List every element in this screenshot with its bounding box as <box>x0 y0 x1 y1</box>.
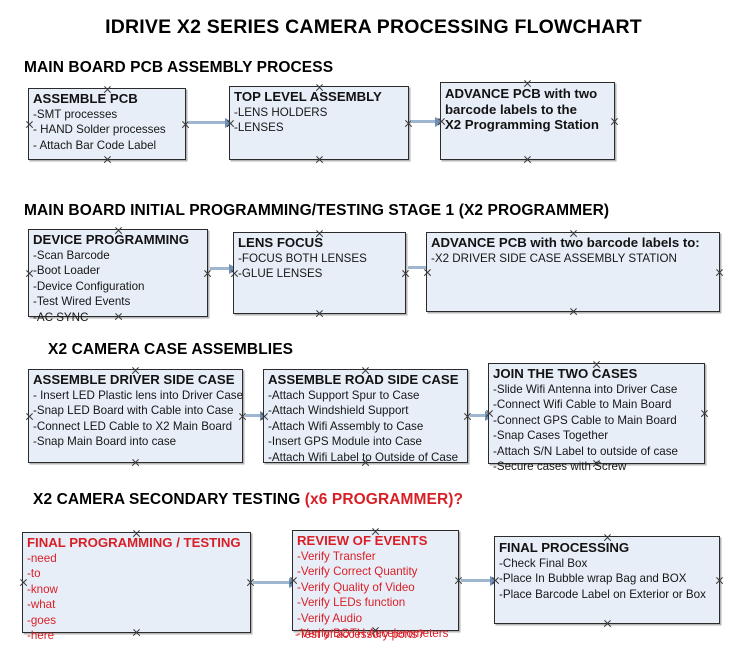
section-heading-text: X2 CAMERA SECONDARY TESTING <box>33 491 305 508</box>
node-review-of-events[interactable]: REVIEW OF EVENTS -Verify Transfer -Verif… <box>292 530 459 640</box>
connector-road-case-to-join-cases <box>470 410 494 421</box>
node-line: -GLUE LENSES <box>238 267 323 281</box>
node-line: - HAND Solder processes <box>33 123 166 137</box>
node-line: -here <box>27 629 55 643</box>
node-line: -Verify Audio <box>297 611 363 625</box>
node-line: -Verify Quality of Video <box>297 580 415 594</box>
node-line: -Insert GPS Module into Case <box>268 435 423 449</box>
node-assemble-driver-side-case[interactable]: ASSEMBLE DRIVER SIDE CASE - Insert LED P… <box>28 369 243 463</box>
node-line: -SMT processes <box>33 107 118 121</box>
node-line: -Connect LED Cable to X2 Main Board <box>33 419 233 433</box>
node-final-programming-testing[interactable]: FINAL PROGRAMMING / TESTING -need -to -k… <box>22 532 251 642</box>
node-line: -LENS HOLDERS <box>234 105 328 119</box>
review-of-events-overflow-line: -Test of accessory ports? <box>295 628 424 641</box>
node-join-the-two-cases[interactable]: JOIN THE TWO CASES -Slide Wifi Antenna i… <box>488 363 705 473</box>
node-title: TOP LEVEL ASSEMBLY <box>234 89 382 104</box>
node-title: ADVANCE PCB with two <box>445 86 598 101</box>
node-line: -Attach Support Spur to Case <box>268 388 420 402</box>
section-heading-main-board-pcb-assembly-process: MAIN BOARD PCB ASSEMBLY PROCESS <box>24 59 334 76</box>
connector-top-level-assembly-to-advance-pcb <box>411 116 444 127</box>
connection-handle-bottom-icon[interactable] <box>103 155 112 164</box>
node-line: -AC SYNC <box>33 310 89 324</box>
node-line: -Scan Barcode <box>33 248 110 262</box>
connector-review-of-events-to-final-processing <box>461 575 499 586</box>
node-lens-focus[interactable]: LENS FOCUS -FOCUS BOTH LENSES -GLUE LENS… <box>233 232 406 314</box>
connection-handle-bottom-icon[interactable] <box>523 155 532 164</box>
connection-handle-bottom-icon[interactable] <box>131 458 140 467</box>
node-line: -Snap Main Board into case <box>33 435 177 449</box>
node-line: -Place Barcode Label on Exterior or Box <box>499 587 706 601</box>
node-line: -goes <box>27 613 57 627</box>
node-line: -need <box>27 551 57 565</box>
node-line: -X2 DRIVER SIDE CASE ASSEMBLY STATION <box>431 251 677 265</box>
node-line: barcode labels to the <box>445 101 577 117</box>
node-title: JOIN THE TWO CASES <box>493 366 638 381</box>
node-line: - Attach Bar Code Label <box>33 138 157 152</box>
node-line: -Slide Wifi Antenna into Driver Case <box>493 382 678 396</box>
node-line: -Verify BOTH Accelerometers <box>297 627 449 641</box>
node-line: -Verify LEDs function <box>297 596 406 610</box>
node-assemble-road-side-case[interactable]: ASSEMBLE ROAD SIDE CASE -Attach Support … <box>263 369 468 464</box>
node-line: -Connect Wifi Cable to Main Board <box>493 398 672 412</box>
connection-handle-bottom-icon[interactable] <box>603 619 612 628</box>
node-line: -Boot Loader <box>33 264 101 278</box>
node-line: -Test Wired Events <box>33 295 131 309</box>
node-line: -Verify Transfer <box>297 549 376 563</box>
node-line: -Attach S/N Label to outside of case <box>493 444 678 458</box>
node-title: REVIEW OF EVENTS <box>297 533 428 548</box>
node-line: -FOCUS BOTH LENSES <box>238 251 367 265</box>
section-heading-main-board-initial-programming: MAIN BOARD INITIAL PROGRAMMING/TESTING S… <box>24 202 610 219</box>
node-assemble-pcb[interactable]: ASSEMBLE PCB -SMT processes - HAND Solde… <box>28 88 186 160</box>
node-line: - Insert LED Plastic lens into Driver Ca… <box>33 388 244 402</box>
node-line: -Secure cases with Screw <box>493 460 627 474</box>
connector-lens-focus-to-advance-pcb-driver-case <box>408 262 436 273</box>
connection-handle-bottom-icon[interactable] <box>315 155 324 164</box>
node-advance-pcb-programming-station[interactable]: ADVANCE PCB with two barcode labels to t… <box>440 82 615 160</box>
connector-assemble-pcb-to-top-level-assembly <box>188 117 234 128</box>
connector-driver-case-to-road-case <box>245 410 269 421</box>
node-title: ADVANCE PCB with two barcode labels to: <box>431 235 700 250</box>
node-title: LENS FOCUS <box>238 235 323 250</box>
section-heading-x2-camera-case-assemblies: X2 CAMERA CASE ASSEMBLIES <box>48 341 294 358</box>
node-title: ASSEMBLE PCB <box>33 91 138 106</box>
node-title: FINAL PROGRAMMING / TESTING <box>27 535 241 550</box>
node-line: -to <box>27 567 41 581</box>
node-line: X2 Programming Station <box>445 117 599 132</box>
node-line: -Check Final Box <box>499 556 588 570</box>
node-line: -Connect GPS Cable to Main Board <box>493 413 677 427</box>
node-title: ASSEMBLE DRIVER SIDE CASE <box>33 372 235 387</box>
node-line: -Attach Windshield Support <box>268 404 409 418</box>
node-line: -Snap Cases Together <box>493 429 609 443</box>
node-line: -Place In Bubble wrap Bag and BOX <box>499 572 687 586</box>
node-line: -Device Configuration <box>33 279 145 293</box>
node-line: -Snap LED Board with Cable into Case <box>33 404 234 418</box>
node-device-programming[interactable]: DEVICE PROGRAMMING -Scan Barcode -Boot L… <box>28 229 208 324</box>
connector-device-programming-to-lens-focus <box>210 263 238 274</box>
node-line: -Attach Wifi Label to Outside of Case <box>268 450 459 464</box>
node-line: -Attach Wifi Assembly to Case <box>268 419 424 433</box>
node-line: -LENSES <box>234 121 284 135</box>
connector-final-programming-to-review-of-events <box>253 577 298 588</box>
node-advance-pcb-driver-side-case-station[interactable]: ADVANCE PCB with two barcode labels to: … <box>426 232 720 312</box>
connection-handle-bottom-icon[interactable] <box>315 309 324 318</box>
node-line: -what <box>27 598 56 612</box>
node-title: DEVICE PROGRAMMING <box>33 232 190 247</box>
node-title: ASSEMBLE ROAD SIDE CASE <box>268 372 459 387</box>
node-title: FINAL PROCESSING <box>499 540 630 555</box>
connection-handle-bottom-icon[interactable] <box>569 307 578 316</box>
node-top-level-assembly[interactable]: TOP LEVEL ASSEMBLY -LENS HOLDERS -LENSES <box>229 86 409 160</box>
node-line: -Verify Correct Quantity <box>297 565 418 579</box>
section-heading-x2-camera-secondary-testing: X2 CAMERA SECONDARY TESTING (x6 PROGRAMM… <box>33 491 463 509</box>
section-heading-note: (x6 PROGRAMMER)? <box>304 491 464 508</box>
arrow-head-icon <box>435 116 444 127</box>
node-final-processing[interactable]: FINAL PROCESSING -Check Final Box -Place… <box>494 536 720 624</box>
node-line: -know <box>27 582 58 596</box>
connection-handle-right-icon[interactable] <box>715 268 724 277</box>
page-title: IDRIVE X2 SERIES CAMERA PROCESSING FLOWC… <box>105 16 642 38</box>
